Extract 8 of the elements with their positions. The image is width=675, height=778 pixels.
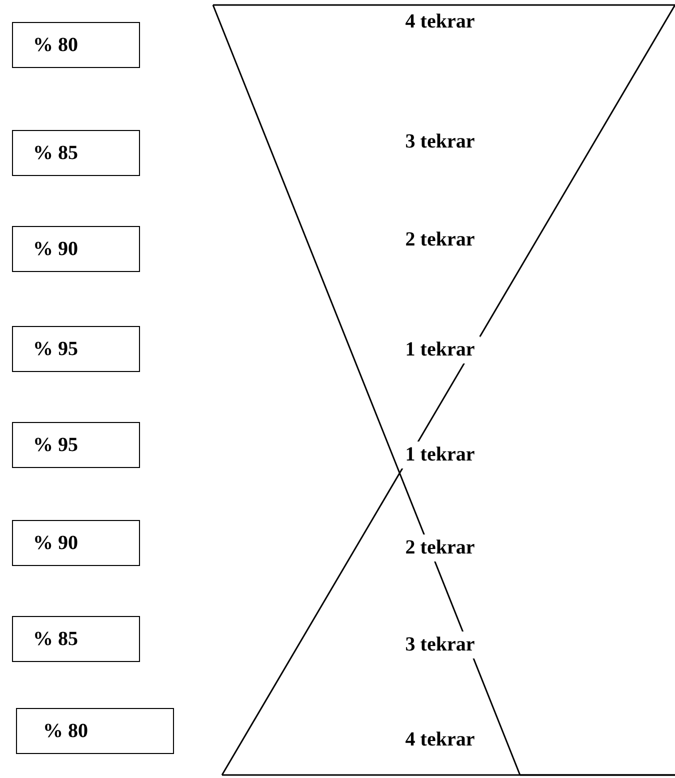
percent-box: % 80 bbox=[12, 22, 140, 68]
percent-box: % 95 bbox=[12, 422, 140, 468]
percent-box: % 85 bbox=[12, 616, 140, 662]
percent-box: % 85 bbox=[12, 130, 140, 176]
percent-box: % 90 bbox=[12, 226, 140, 272]
percent-box: % 95 bbox=[12, 326, 140, 372]
percent-box: % 80 bbox=[16, 708, 174, 754]
percent-box: % 90 bbox=[12, 520, 140, 566]
